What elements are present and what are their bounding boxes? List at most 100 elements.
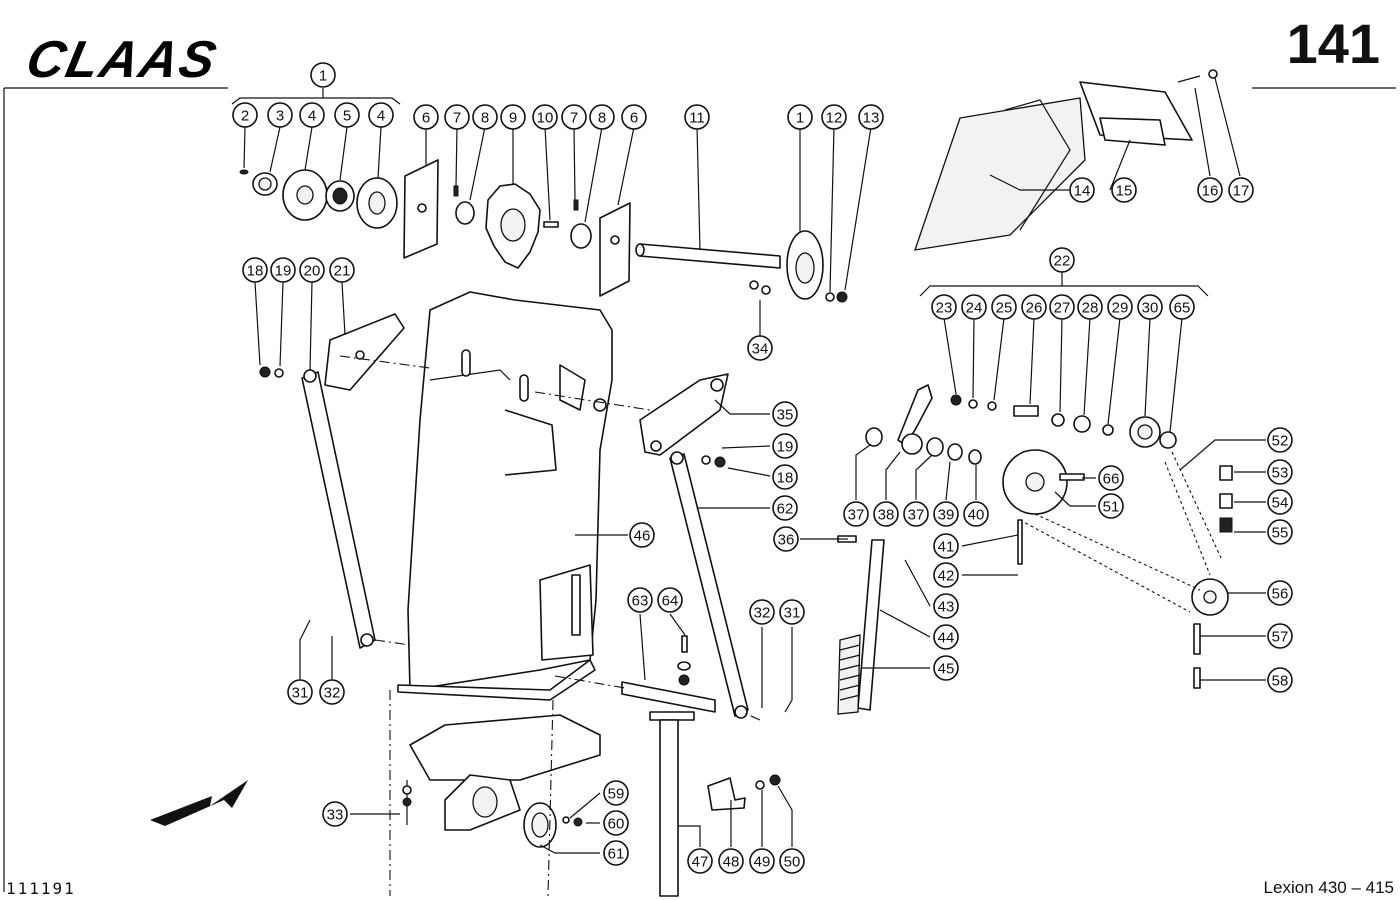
- callout-37: 37: [843, 501, 869, 527]
- callout-12: 12: [821, 104, 847, 130]
- callout-label: 28: [1082, 300, 1099, 317]
- callout-label: 59: [608, 786, 625, 803]
- callout-label: 39: [938, 507, 955, 524]
- callout-43: 43: [933, 593, 959, 619]
- callout-48: 48: [718, 848, 744, 874]
- callout-label: 11: [689, 110, 705, 127]
- callout-46: 46: [629, 522, 655, 548]
- callout-3: 3: [267, 102, 293, 128]
- callout-51: 51: [1098, 493, 1124, 519]
- callout-34: 34: [747, 335, 773, 361]
- bracket-group-1: [231, 97, 401, 105]
- callout-label: 50: [784, 854, 801, 871]
- callout-label: 36: [778, 532, 795, 549]
- callout-49: 49: [749, 848, 775, 874]
- callout-54: 54: [1267, 489, 1293, 515]
- callout-14: 14: [1069, 177, 1095, 203]
- callout-17: 17: [1228, 177, 1254, 203]
- shaft-11: [635, 230, 848, 303]
- callout-44: 44: [933, 624, 959, 650]
- callout-38: 38: [873, 501, 899, 527]
- callout-65: 65: [1169, 294, 1195, 320]
- callout-label: 37: [908, 507, 925, 524]
- callout-26: 26: [1021, 294, 1047, 320]
- callout-37: 37: [903, 501, 929, 527]
- page-number: 141: [1286, 12, 1380, 75]
- callout-33: 33: [322, 801, 348, 827]
- callout-label: 19: [777, 439, 794, 456]
- callout-label: 45: [938, 661, 955, 678]
- callout-28: 28: [1077, 294, 1103, 320]
- callout-20: 20: [299, 257, 325, 283]
- callout-4: 4: [299, 102, 325, 128]
- callout-8: 8: [589, 104, 615, 130]
- callout-label: 54: [1272, 495, 1289, 512]
- callout-label: 6: [630, 110, 638, 127]
- centerlines: [339, 355, 761, 897]
- callout-label: 58: [1272, 673, 1289, 690]
- callout-label: 43: [938, 599, 955, 616]
- callout-label: 12: [826, 110, 843, 127]
- callout-label: 63: [632, 593, 649, 610]
- callout-label: 49: [754, 854, 771, 871]
- callout-label: 40: [968, 507, 985, 524]
- model-label: Lexion 430 – 415: [1263, 878, 1394, 897]
- arm-20: [259, 313, 405, 649]
- callout-label: 46: [634, 528, 651, 545]
- callout-15: 15: [1111, 177, 1137, 203]
- callout-label: 32: [324, 685, 341, 702]
- callout-45: 45: [933, 655, 959, 681]
- callout-label: 47: [692, 854, 709, 871]
- bearing-parts-row: [239, 159, 631, 297]
- callout-1: 1: [787, 104, 813, 130]
- callout-40: 40: [963, 501, 989, 527]
- callout-62: 62: [772, 495, 798, 521]
- callout-label: 51: [1103, 499, 1120, 516]
- callout-19: 19: [772, 433, 798, 459]
- callout-label: 8: [481, 110, 489, 127]
- callout-10: 10: [532, 104, 558, 130]
- callout-label: 18: [247, 263, 264, 280]
- callout-7: 7: [561, 104, 587, 130]
- callout-50: 50: [779, 848, 805, 874]
- callout-label: 5: [343, 108, 351, 125]
- callout-label: 53: [1272, 465, 1289, 482]
- callout-5: 5: [334, 102, 360, 128]
- callout-52: 52: [1267, 427, 1293, 453]
- callout-label: 60: [608, 816, 625, 833]
- callout-label: 55: [1272, 525, 1289, 542]
- callout-18: 18: [242, 257, 268, 283]
- callout-label: 41: [938, 539, 955, 556]
- callout-label: 16: [1202, 183, 1219, 200]
- callout-label: 38: [878, 507, 895, 524]
- callout-24: 24: [961, 294, 987, 320]
- callout-label: 3: [276, 108, 284, 125]
- callout-9: 9: [500, 104, 526, 130]
- callout-1: 1: [310, 62, 336, 88]
- callout-label: 1: [796, 110, 804, 127]
- callout-55: 55: [1267, 519, 1293, 545]
- callout-label: 35: [777, 407, 794, 424]
- callout-label: 22: [1054, 253, 1071, 270]
- callout-label: 9: [509, 110, 517, 127]
- callout-label: 6: [422, 110, 430, 127]
- chain-drive: [837, 384, 1233, 715]
- callout-label: 7: [570, 110, 578, 127]
- callout-47: 47: [687, 848, 713, 874]
- housing-46: [397, 291, 613, 701]
- callout-66: 66: [1098, 465, 1124, 491]
- callout-label: 29: [1112, 300, 1129, 317]
- callout-41: 41: [933, 533, 959, 559]
- callout-53: 53: [1267, 459, 1293, 485]
- callout-64: 64: [657, 587, 683, 613]
- callout-label: 56: [1272, 586, 1289, 603]
- callout-label: 44: [938, 630, 955, 647]
- bracket-group-22: [919, 285, 1209, 297]
- callout-16: 16: [1197, 177, 1223, 203]
- callout-label: 1: [319, 68, 327, 85]
- callout-label: 30: [1142, 300, 1159, 317]
- callout-19: 19: [270, 257, 296, 283]
- callout-label: 20: [304, 263, 321, 280]
